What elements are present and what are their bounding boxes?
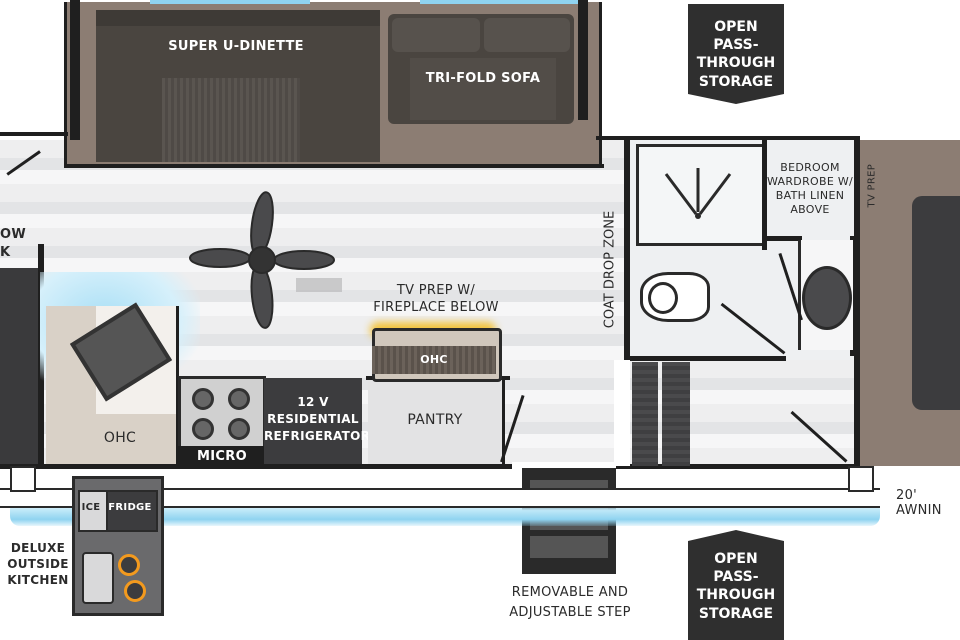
outside-burner-1 xyxy=(118,554,140,576)
wardrobe-line-3: BATH LINEN xyxy=(775,189,845,202)
step-label-line-2: ADJUSTABLE STEP xyxy=(509,605,631,620)
burner-4 xyxy=(228,418,250,440)
coat-drop-zone-label: COAT DROP ZONE xyxy=(602,210,618,329)
wardrobe-line-1: BEDROOM xyxy=(780,161,840,174)
fridge-label: FRIDGE xyxy=(108,502,152,513)
dinette-table xyxy=(162,78,300,162)
storage-bottom-line-3: STORAGE xyxy=(698,605,774,622)
pass-through-storage-top: OPEN PASS-THROUGH STORAGE xyxy=(688,4,784,104)
refrigerator xyxy=(264,378,362,464)
refrigerator-line-1: 12 V xyxy=(297,395,329,409)
hall-closet-wall xyxy=(614,360,630,466)
step-label-line-1: REMOVABLE AND xyxy=(511,585,629,600)
outside-burner-2 xyxy=(124,580,146,602)
slide-out-top-glow-2 xyxy=(420,0,580,4)
micro-label: MICRO xyxy=(197,449,247,464)
burner-3 xyxy=(192,418,214,440)
outside-fridge xyxy=(106,490,158,532)
ohc-kitchen-label: OHC xyxy=(103,430,137,446)
partial-label-top: OW xyxy=(0,227,26,242)
micro-strip xyxy=(178,446,266,466)
storage-top-line-2: PASS-THROUGH xyxy=(696,37,776,72)
wardrobe-line-2: WARDROBE W/ xyxy=(766,175,854,188)
tv-prep-label: TV PREP W/ xyxy=(396,283,476,298)
wall-slide-bottom xyxy=(64,164,604,168)
tri-fold-sofa-label: TRI-FOLD SOFA xyxy=(425,71,541,86)
awning-bracket-right xyxy=(848,466,874,492)
pass-through-storage-bottom: OPEN PASS-THROUGH STORAGE xyxy=(688,530,784,640)
vanity-wall xyxy=(850,236,856,356)
bath-bottom-wall xyxy=(626,356,786,361)
wall-top-right xyxy=(596,136,860,140)
tv-prep-bedroom-label: TV PREP xyxy=(866,163,878,208)
left-cabinet xyxy=(0,268,40,464)
refrigerator-line-3: REFRIGERATOR xyxy=(264,429,371,443)
wall-top-left xyxy=(0,132,68,136)
sofa-cushion-right xyxy=(484,18,570,52)
dinette-seat-back xyxy=(96,10,380,26)
slide-out-frame-left xyxy=(70,0,80,140)
sofa-seat xyxy=(410,58,556,120)
tv-fireplace-strip xyxy=(372,346,496,374)
wardrobe-line-4: ABOVE xyxy=(790,203,830,216)
bath-left-wall xyxy=(624,140,630,360)
hall-closet-door-right xyxy=(662,362,690,466)
wall-bottom xyxy=(0,464,868,469)
slide-out-top-glow xyxy=(150,0,310,4)
entry-step-tread-3 xyxy=(530,536,608,558)
outside-kitchen-line-1: DELUXE xyxy=(10,541,66,555)
shower-wall-right xyxy=(762,140,767,250)
ohc-living-label: OHC xyxy=(420,353,448,366)
fireplace-below-label: FIREPLACE BELOW xyxy=(373,300,499,315)
slide-out-frame-right xyxy=(578,0,588,120)
awning-label: 20' AWNIN xyxy=(896,488,942,518)
outside-griddle xyxy=(82,552,114,604)
ice-label: ICE xyxy=(81,502,101,513)
entry-door-gap xyxy=(512,462,616,470)
awning-bar xyxy=(0,488,880,508)
storage-bottom-line-1: OPEN xyxy=(714,551,758,567)
wardrobe-bottom-wall xyxy=(762,236,802,241)
ceiling-fan-icon xyxy=(189,191,342,329)
stove xyxy=(178,376,266,452)
pantry-label: PANTRY xyxy=(407,412,463,428)
storage-top-line-1: OPEN xyxy=(714,19,758,35)
outside-kitchen-line-3: KITCHEN xyxy=(7,573,69,587)
hall-closet-door-left xyxy=(632,362,658,466)
bed xyxy=(912,196,960,410)
awning-bracket-left xyxy=(10,466,36,492)
outside-kitchen-line-2: OUTSIDE xyxy=(7,557,69,571)
shower-drain-icon xyxy=(664,168,732,219)
storage-bottom-line-2: PASS-THROUGH xyxy=(696,569,776,604)
bath-sink xyxy=(802,266,852,330)
super-dinette-label: SUPER U-DINETTE xyxy=(168,39,304,54)
burner-1 xyxy=(192,388,214,410)
shower xyxy=(636,144,766,246)
partial-label-bottom: K xyxy=(0,245,11,260)
toilet-seat xyxy=(648,282,678,314)
sofa-cushion-left xyxy=(392,18,480,52)
burner-2 xyxy=(228,388,250,410)
storage-top-line-3: STORAGE xyxy=(698,73,774,90)
refrigerator-line-2: RESIDENTIAL xyxy=(267,412,359,426)
bedroom-partition xyxy=(854,138,860,468)
pantry xyxy=(368,380,505,464)
